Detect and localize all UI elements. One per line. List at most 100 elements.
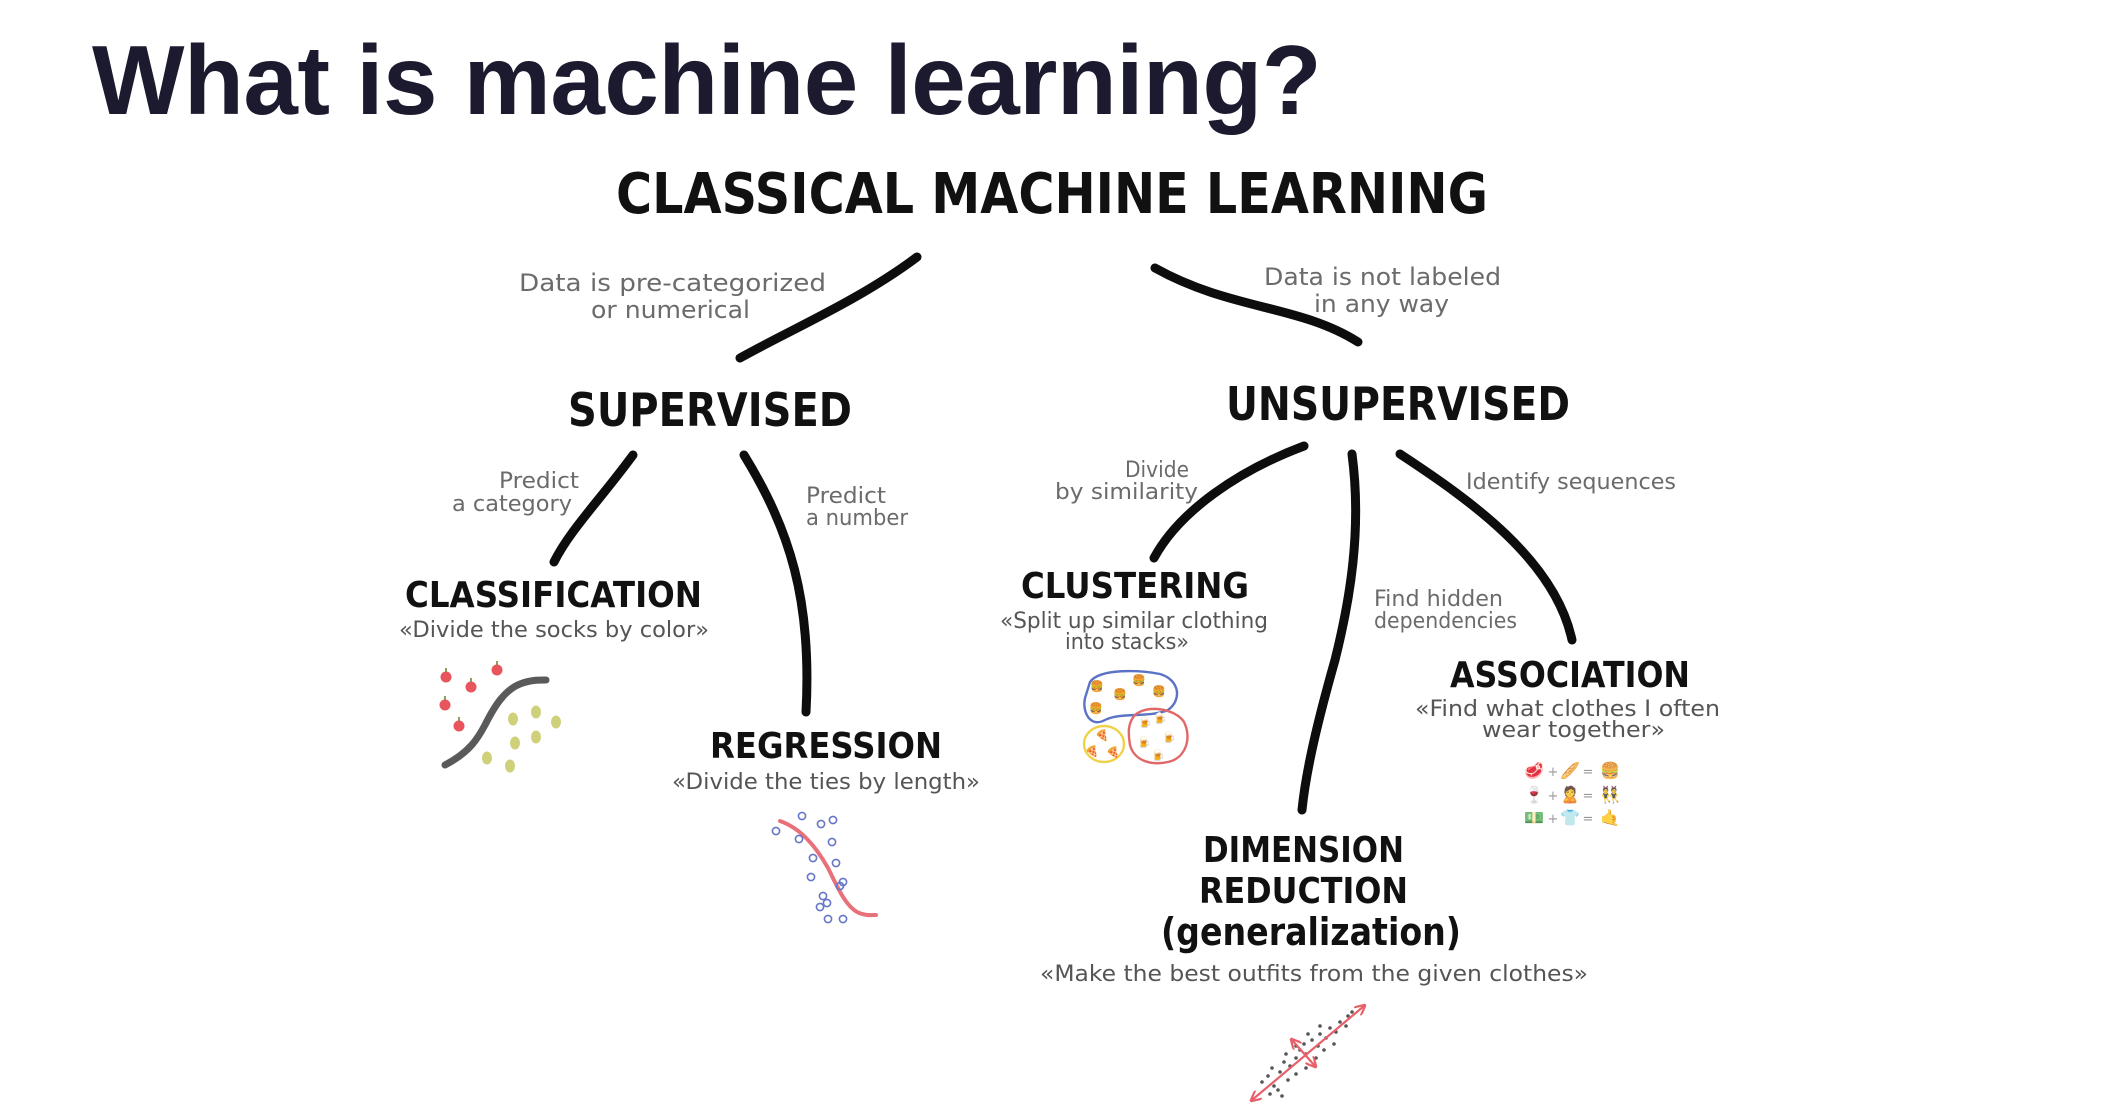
data-point	[1278, 1070, 1282, 1074]
data-point	[1322, 1048, 1326, 1052]
pear-icon	[531, 730, 541, 744]
apple-stem	[496, 661, 498, 665]
principal-axis-minor	[1292, 1040, 1315, 1066]
pear-icon	[551, 715, 561, 729]
data-point	[808, 853, 818, 863]
beer-icon: 🍺	[1153, 711, 1167, 725]
data-point	[794, 834, 804, 844]
data-point	[823, 914, 833, 924]
edge-unsupervised-dimension-reduction	[1297, 449, 1361, 815]
beer-icon: 🍺	[1137, 735, 1151, 749]
data-point	[822, 898, 832, 908]
term-a-icon: 🥩	[1524, 761, 1544, 780]
pizza-icon: 🍕	[1085, 745, 1099, 758]
dimension-reduction-label-line: REDUCTION	[1199, 871, 1408, 912]
pear-icon	[482, 751, 492, 765]
data-point	[1310, 1038, 1314, 1042]
data-point	[1302, 1042, 1306, 1046]
pear-icon	[510, 736, 520, 750]
clustering-node-label: CLUSTERING	[1021, 566, 1249, 607]
dimension-reduction-label-line: DIMENSION	[1203, 830, 1404, 871]
edge-supervised-regression	[739, 450, 812, 717]
edge-note-unsupervised: Data is not labeled in any way	[1264, 263, 1501, 318]
cluster-outline-red	[1127, 707, 1189, 765]
equals-sign: =	[1583, 789, 1594, 804]
emoji-equation: 🥩+🥖=🍔	[1524, 761, 1620, 780]
data-point	[1304, 1066, 1308, 1070]
classification-illustration	[439, 661, 561, 773]
beer-icon: 🍺	[1138, 715, 1152, 729]
edge-note-regression: Predict a number	[806, 484, 909, 531]
data-point	[1266, 1074, 1270, 1078]
data-point	[1286, 1078, 1290, 1082]
data-point	[828, 815, 838, 825]
burger-icon: 🍔	[1152, 685, 1166, 698]
edge-note-line: Identify sequences	[1466, 470, 1676, 495]
apple-icon	[465, 681, 477, 693]
principal-axis-major	[1252, 1006, 1364, 1100]
term-b-icon: 🥖	[1560, 761, 1580, 780]
edge-note-line: a category	[452, 492, 572, 517]
data-point	[827, 837, 837, 847]
edge-note-line: dependencies	[1374, 609, 1517, 634]
apple-stem	[444, 696, 446, 700]
cluster-outline-yellow	[1082, 724, 1126, 764]
apple-icon	[491, 664, 503, 676]
apple-icon	[440, 671, 452, 683]
plus-sign: +	[1548, 812, 1559, 827]
association-example-line: «Find what clothes I often	[1415, 697, 1720, 722]
data-point	[838, 914, 848, 924]
data-point	[1260, 1080, 1264, 1084]
supervised-node-label: SUPERVISED	[568, 383, 852, 437]
classification-example: «Divide the socks by color»	[399, 618, 709, 643]
data-point	[1272, 1084, 1276, 1088]
data-point	[818, 891, 828, 901]
edge-note-line: Divide	[1125, 458, 1189, 483]
apple-stem	[445, 668, 447, 672]
apple-icon	[439, 699, 451, 711]
pizza-icon: 🍕	[1095, 729, 1109, 742]
clustering-example-line: «Split up similar clothing	[1000, 609, 1268, 634]
burger-icon: 🍔	[1090, 680, 1104, 693]
dimension-reduction-label-line: (generalization)	[1161, 910, 1461, 954]
data-point	[1338, 1020, 1342, 1024]
data-point	[831, 858, 841, 868]
result-icon: 🤙	[1600, 808, 1620, 827]
data-point	[1294, 1072, 1298, 1076]
edge-note-line: in any way	[1314, 290, 1449, 318]
regression-curve	[778, 819, 878, 918]
edge-root-supervised	[735, 252, 922, 363]
data-point	[1282, 1060, 1286, 1064]
data-point	[1306, 1032, 1310, 1036]
data-point	[1328, 1026, 1332, 1030]
result-icon: 👯	[1600, 785, 1620, 804]
association-node-label: ASSOCIATION	[1450, 655, 1690, 696]
apple-stem	[470, 678, 472, 682]
data-point	[797, 811, 807, 821]
regression-illustration	[771, 811, 878, 924]
data-point	[835, 881, 845, 891]
edge-note-dimension-reduction: Find hidden dependencies	[1374, 587, 1517, 634]
dimension-reduction-example: «Make the best outfits from the given cl…	[1040, 962, 1588, 987]
edge-note-line: Predict	[806, 484, 886, 509]
edge-unsupervised-association	[1395, 449, 1577, 645]
edge-supervised-classification	[549, 450, 638, 567]
burger-icon: 🍔	[1113, 688, 1127, 701]
equals-sign: =	[1583, 812, 1594, 827]
page-title: What is machine learning?	[92, 25, 1322, 135]
edge-unsupervised-clustering	[1149, 441, 1309, 563]
edge-note-supervised: Data is pre-categorized or numerical	[519, 269, 826, 324]
data-point	[1318, 1024, 1322, 1028]
clustering-illustration: 🍔🍔🍔🍔🍔🍕🍕🍕🍺🍺🍺🍺🍺	[1082, 669, 1189, 765]
edge-note-line: Data is not labeled	[1264, 263, 1501, 291]
equals-sign: =	[1583, 765, 1594, 780]
term-b-icon: 👕	[1560, 808, 1580, 827]
unsupervised-node-label: UNSUPERVISED	[1226, 377, 1570, 431]
data-point	[1294, 1056, 1298, 1060]
apple-stem	[458, 717, 460, 721]
dimension-reduction-illustration	[1252, 1006, 1364, 1100]
edge-note-line: by similarity	[1055, 480, 1198, 505]
data-point	[806, 872, 816, 882]
beer-icon: 🍺	[1151, 748, 1165, 762]
data-point	[815, 902, 825, 912]
